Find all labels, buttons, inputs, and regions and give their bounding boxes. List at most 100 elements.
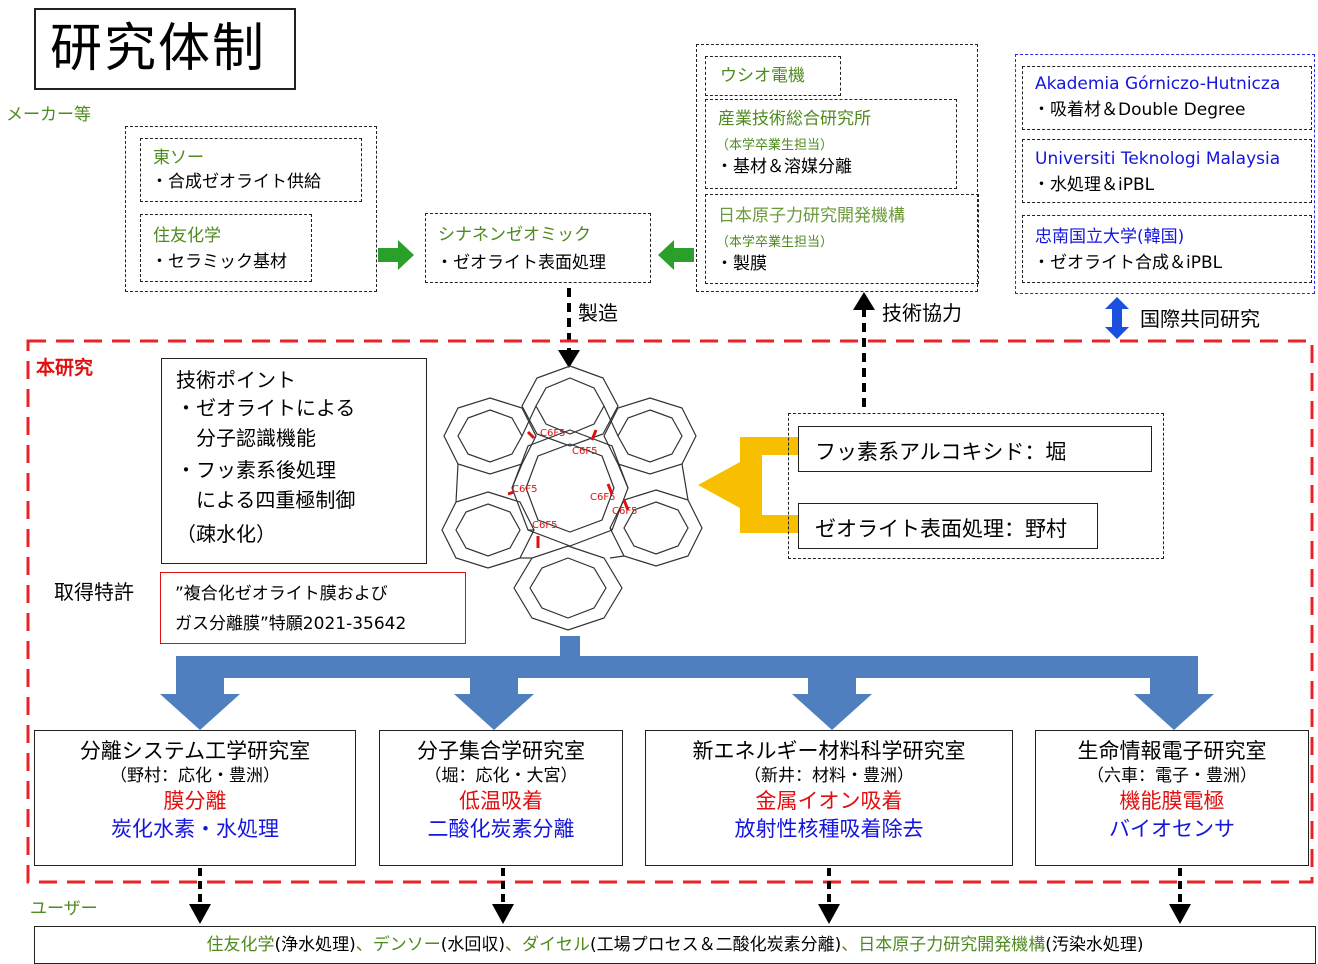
ushio-box: ウシオ電機	[705, 56, 841, 96]
green-arrow-right	[378, 240, 414, 270]
tech-coop-arrowhead	[853, 292, 875, 310]
this-research-label: 本研究	[36, 357, 94, 379]
c6f5-label: C6F5	[572, 446, 598, 457]
cnu-box: 忠南国立大学(韓国) ・ゼオライト合成＆iPBL	[1022, 215, 1312, 283]
cnu-desc: ・ゼオライト合成＆iPBL	[1033, 253, 1223, 273]
international-label: 国際共同研究	[1140, 307, 1260, 331]
tech-point-line: ・ゼオライトによる	[176, 396, 356, 420]
lab-research-blue: 炭化水素・水処理	[111, 817, 279, 841]
aist-desc: ・基材＆溶媒分離	[716, 157, 852, 177]
blue-arrow-1	[160, 694, 240, 730]
patent-label: 取得特許	[54, 580, 134, 604]
c6f5-label: C6F5	[532, 520, 558, 531]
user-name: 日本原子力研究開発機構	[858, 935, 1046, 955]
c6f5-label: C6F5	[512, 484, 538, 495]
tosoh-name: 東ソー	[153, 148, 204, 168]
international-group	[1015, 54, 1315, 294]
agh-desc: ・吸着材＆Double Degree	[1033, 100, 1246, 120]
lab-name: 新エネルギー材料科学研究室	[692, 739, 966, 763]
c6f5-label: C6F5	[540, 428, 566, 439]
user-use: (水回収)	[440, 935, 505, 955]
blue-arrow-2	[454, 694, 534, 730]
user-arrow-4	[1169, 904, 1191, 924]
blue-arrow-4	[1134, 694, 1214, 730]
lab-research-red: 金属イオン吸着	[755, 789, 903, 813]
lab-research-red: 膜分離	[163, 789, 227, 813]
lab-person: （堀：応化・大宮）	[424, 766, 578, 786]
tosoh-box: 東ソー ・合成ゼオライト供給	[140, 138, 362, 202]
tosoh-desc: ・合成ゼオライト供給	[151, 172, 321, 192]
tech-point-line: （疎水化）	[176, 522, 276, 546]
c6f5-label: C6F5	[612, 506, 638, 517]
title-box: 研究体制	[34, 8, 296, 90]
manufacture-label: 製造	[578, 301, 618, 325]
page-title: 研究体制	[50, 19, 267, 79]
c6f5-label: C6F5	[590, 492, 616, 503]
tech-point-line: ・フッ素系後処理	[176, 458, 336, 482]
cnu-name: 忠南国立大学(韓国)	[1035, 227, 1185, 247]
patent-line: ”複合化ゼオライト膜および	[175, 584, 388, 604]
lab-name: 分離システム工学研究室	[79, 739, 311, 763]
member-box-hori: フッ素系アルコキシド：堀	[798, 426, 1152, 472]
jaea-desc: ・製膜	[716, 254, 767, 274]
blue-arrow-3	[792, 694, 872, 730]
aist-name: 産業技術総合研究所	[718, 109, 871, 129]
member-nomura: ゼオライト表面処理：野村	[815, 517, 1067, 541]
tech-points-box: 技術ポイント ・ゼオライトによる 分子認識機能 ・フッ素系後処理 による四重極制…	[161, 358, 427, 564]
makers-group	[125, 126, 377, 292]
agh-name: Akademia Górniczo-Hutnicza	[1035, 74, 1281, 94]
user-use: (浄水処理)	[274, 935, 356, 955]
aist-box: 産業技術総合研究所 （本学卒業生担当） ・基材＆溶媒分離	[705, 99, 957, 189]
jaea-name: 日本原子力研究開発機構	[718, 206, 905, 226]
ushio-name: ウシオ電機	[720, 66, 805, 86]
users-box: 住友化学(浄水処理)、デンソー(水回収)、ダイセル(工場プロセス＆二酸化炭素分離…	[34, 926, 1316, 964]
sumitomo-desc: ・セラミック基材	[151, 252, 287, 272]
user-use: (汚染水処理)	[1045, 935, 1144, 955]
manufacture-arrowhead	[558, 350, 580, 368]
blue-distribution-bar	[188, 656, 1188, 678]
lab-person: （野村：応化・豊洲）	[110, 766, 280, 786]
lab-research-red: 低温吸着	[459, 789, 543, 813]
separator: 、	[841, 935, 859, 955]
jaea-box: 日本原子力研究開発機構 （本学卒業生担当） ・製膜	[705, 194, 979, 284]
separator: 、	[505, 935, 522, 955]
tech-coop-label: 技術協力	[882, 301, 962, 325]
sumitomo-name: 住友化学	[153, 226, 221, 246]
research-institutes-group	[696, 44, 978, 292]
patent-line: ガス分離膜”特願2021-35642	[175, 614, 407, 634]
aist-note: （本学卒業生担当）	[716, 138, 834, 153]
user-use: (工場プロセス＆二酸化炭素分離)	[590, 935, 842, 955]
utm-desc: ・水処理＆iPBL	[1033, 175, 1155, 195]
agh-box: Akademia Górniczo-Hutnicza ・吸着材＆Double D…	[1022, 66, 1312, 130]
makers-label: メーカー等	[6, 105, 91, 125]
lab-box-separation: 分離システム工学研究室 （野村：応化・豊洲） 膜分離 炭化水素・水処理	[34, 730, 356, 866]
lab-research-red: 機能膜電極	[1119, 789, 1225, 813]
research-frame	[26, 339, 1314, 884]
lab-research-blue: 二酸化炭素分離	[427, 817, 575, 841]
intl-double-arrow	[1105, 297, 1129, 339]
c6f5-groups	[507, 429, 630, 548]
tech-point-line: 技術ポイント	[176, 368, 296, 392]
lab-research-blue: 放射性核種吸着除去	[734, 817, 924, 841]
utm-box: Universiti Teknologi Malaysia ・水処理＆iPBL	[1022, 139, 1312, 203]
user-arrow-2	[492, 904, 514, 924]
yellow-arrowhead	[698, 462, 740, 508]
utm-name: Universiti Teknologi Malaysia	[1035, 149, 1281, 169]
separator: 、	[355, 935, 373, 955]
users-list: 住友化学(浄水処理)、デンソー(水回収)、ダイセル(工場プロセス＆二酸化炭素分離…	[35, 934, 1315, 956]
user-name: 住友化学	[206, 935, 275, 955]
lab-box-molecular-assembly: 分子集合学研究室 （堀：応化・大宮） 低温吸着 二酸化炭素分離	[379, 730, 623, 866]
lab-research-blue: バイオセンサ	[1109, 817, 1235, 841]
zeolite-structure-image	[441, 365, 703, 631]
sumitomo-box: 住友化学 ・セラミック基材	[140, 214, 312, 282]
user-name: ダイセル	[522, 935, 590, 955]
users-label: ユーザー	[30, 899, 98, 919]
shinanen-name: シナネンゼオミック	[438, 225, 591, 245]
lab-name: 分子集合学研究室	[417, 739, 585, 763]
lab-name: 生命情報電子研究室	[1077, 739, 1267, 763]
shinanen-box: シナネンゼオミック ・ゼオライト表面処理	[425, 213, 651, 283]
user-arrow-1	[189, 904, 211, 924]
lab-person: （六車：電子・豊洲）	[1087, 766, 1257, 786]
yellow-bar-vertical	[740, 437, 762, 533]
